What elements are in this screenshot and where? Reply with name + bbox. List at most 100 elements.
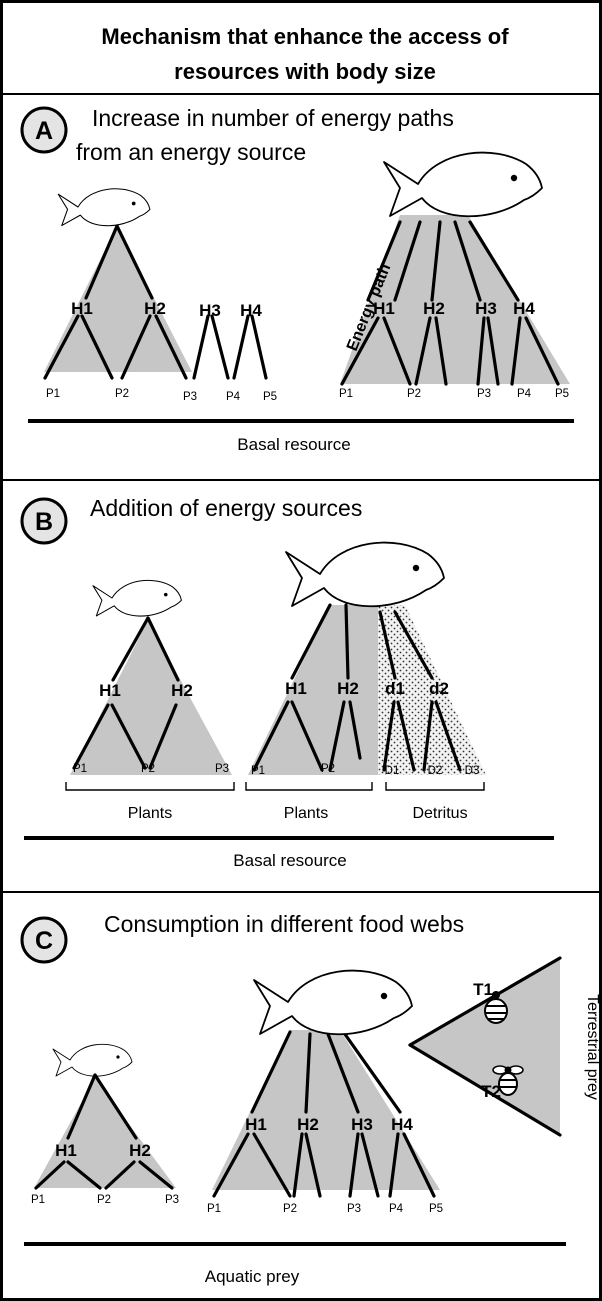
panel-a-letter: A: [35, 117, 53, 145]
panel-a-right-node-h1: H1: [373, 299, 395, 318]
panel-a-right-leaf-p2: P2: [407, 388, 421, 400]
panel-b-left-triangle: [70, 620, 232, 775]
panel-b-right-triangle: [248, 605, 378, 775]
edge: [360, 1132, 380, 1198]
panel-b-group-plants-left: Plants: [128, 805, 172, 822]
panel-b-letter: B: [35, 508, 53, 536]
panel-c-terrestrial-node-t1: T1: [473, 980, 493, 999]
edge: [408, 956, 562, 1047]
edge: [434, 316, 448, 386]
edge: [304, 1032, 312, 1114]
edge: [66, 1160, 102, 1190]
panel-c-left-leaf-p3: P3: [165, 1194, 179, 1206]
edge: [66, 1073, 97, 1140]
panel-c-letter: C: [35, 927, 53, 955]
edge: [138, 1160, 174, 1190]
edge: [340, 1028, 402, 1114]
panel-c-right-leaf-p5: P5: [429, 1203, 443, 1215]
edge: [393, 610, 434, 680]
panel-c-right-fish: [253, 969, 413, 1036]
panel-b-group-plants-right: Plants: [284, 805, 328, 822]
panel-a-left-triangle: [44, 226, 192, 372]
figure-title-line1: Mechanism that enhance the access of: [101, 24, 509, 49]
panel-b-left-node-h1: H1: [99, 681, 121, 700]
edge: [434, 700, 462, 772]
panel-b-heading: Addition of energy sources: [90, 495, 362, 521]
panel-a-left-node-h2: H2: [144, 299, 166, 318]
edge: [414, 316, 432, 386]
panel-c-right-web: H1 H2 H3 H4 P1 P2 P3 P4 P5: [207, 969, 443, 1215]
panel-c-left-leaf-p2: P2: [97, 1194, 111, 1206]
edge: [80, 314, 114, 380]
figure-title-line2: resources with body size: [174, 59, 436, 84]
panel-a-base-label: Basal resource: [237, 435, 350, 454]
panel-c-terrestrial-web: T1 T2 Terrestrial prey: [408, 956, 601, 1137]
edge: [453, 220, 482, 302]
panel-b-left-leaf-p3: P3: [215, 763, 229, 775]
edge: [430, 220, 442, 302]
edge: [34, 1160, 66, 1190]
panel-b-left-fish: [92, 579, 182, 617]
panel-b-right-leaf-d2: D2: [428, 765, 443, 777]
edge: [290, 700, 324, 772]
edge: [468, 220, 520, 302]
panel-c-right-leaf-p3: P3: [347, 1203, 361, 1215]
edge: [328, 700, 346, 772]
edge: [326, 1032, 360, 1114]
panel-c-right-leaf-p2: P2: [283, 1203, 297, 1215]
panel-c-left-node-h2: H2: [129, 1141, 151, 1160]
edge: [111, 616, 150, 682]
panel-a-left-leaf-p5: P5: [263, 391, 277, 403]
edge: [93, 1073, 138, 1140]
panel-a-left-leaf-p4: P4: [226, 391, 241, 403]
edge: [290, 603, 332, 680]
edge: [104, 1160, 136, 1190]
panel-b-base-label: Basal resource: [233, 851, 346, 870]
edge: [43, 314, 80, 380]
edge: [210, 314, 230, 380]
panel-a-right-leaf-p1: P1: [339, 388, 353, 400]
panel-b-right-node-h2: H2: [337, 679, 359, 698]
panel-b-badge: [20, 497, 68, 545]
edge: [382, 316, 412, 386]
panel-b-right-leaf-p1: P1: [251, 765, 265, 777]
panel-c-insect-t1-icon: [484, 991, 508, 1024]
panel-b-left-node-h2: H2: [171, 681, 193, 700]
panel-b-bracket-plants-left: [65, 782, 235, 791]
panel-a-right-web: Energy path H1 H2 H3 H4 P1 P2 P3 P4 P5: [339, 151, 570, 400]
edge: [192, 314, 210, 380]
edge: [393, 220, 422, 302]
panel-c-base-label: Aquatic prey: [205, 1267, 300, 1286]
panel-b-bracket-detritus: [385, 782, 485, 791]
edge: [486, 316, 500, 386]
panel-a-left-leaf-p3: P3: [183, 391, 197, 403]
edge: [348, 1132, 360, 1198]
panel-c-right-node-h2: H2: [297, 1115, 319, 1134]
panel-a-right-leaf-p3: P3: [477, 388, 491, 400]
panel-c-right-leaf-p1: P1: [207, 1203, 221, 1215]
edge: [148, 703, 178, 770]
panel-a-heading-line1: Increase in number of energy paths: [92, 105, 454, 131]
edge: [344, 603, 350, 680]
edge: [212, 1132, 250, 1198]
edge: [72, 703, 110, 770]
edge: [232, 314, 250, 380]
edge: [388, 1132, 400, 1198]
panel-a-right-node-h4: H4: [513, 299, 535, 318]
panel-b-right-node-h1: H1: [285, 679, 307, 698]
panel-c-right-node-h1: H1: [245, 1115, 267, 1134]
edge: [252, 700, 290, 772]
panel-b-right-leaf-d3: D3: [465, 765, 480, 777]
edge: [110, 703, 147, 770]
panel-a-right-node-h3: H3: [475, 299, 497, 318]
panel-b-right-web: H1 H2 d1 d2 P1 P2 D1 D2 D3: [248, 541, 486, 777]
edge: [340, 316, 380, 386]
panel-a-right-node-h2: H2: [423, 299, 445, 318]
edge: [510, 316, 522, 386]
panel-a-right-leaf-p5: P5: [555, 388, 569, 400]
edge: [382, 700, 396, 772]
panel-b-right-node-d2: d2: [429, 679, 449, 698]
panel-c-insect-t2-icon: [492, 1065, 524, 1096]
